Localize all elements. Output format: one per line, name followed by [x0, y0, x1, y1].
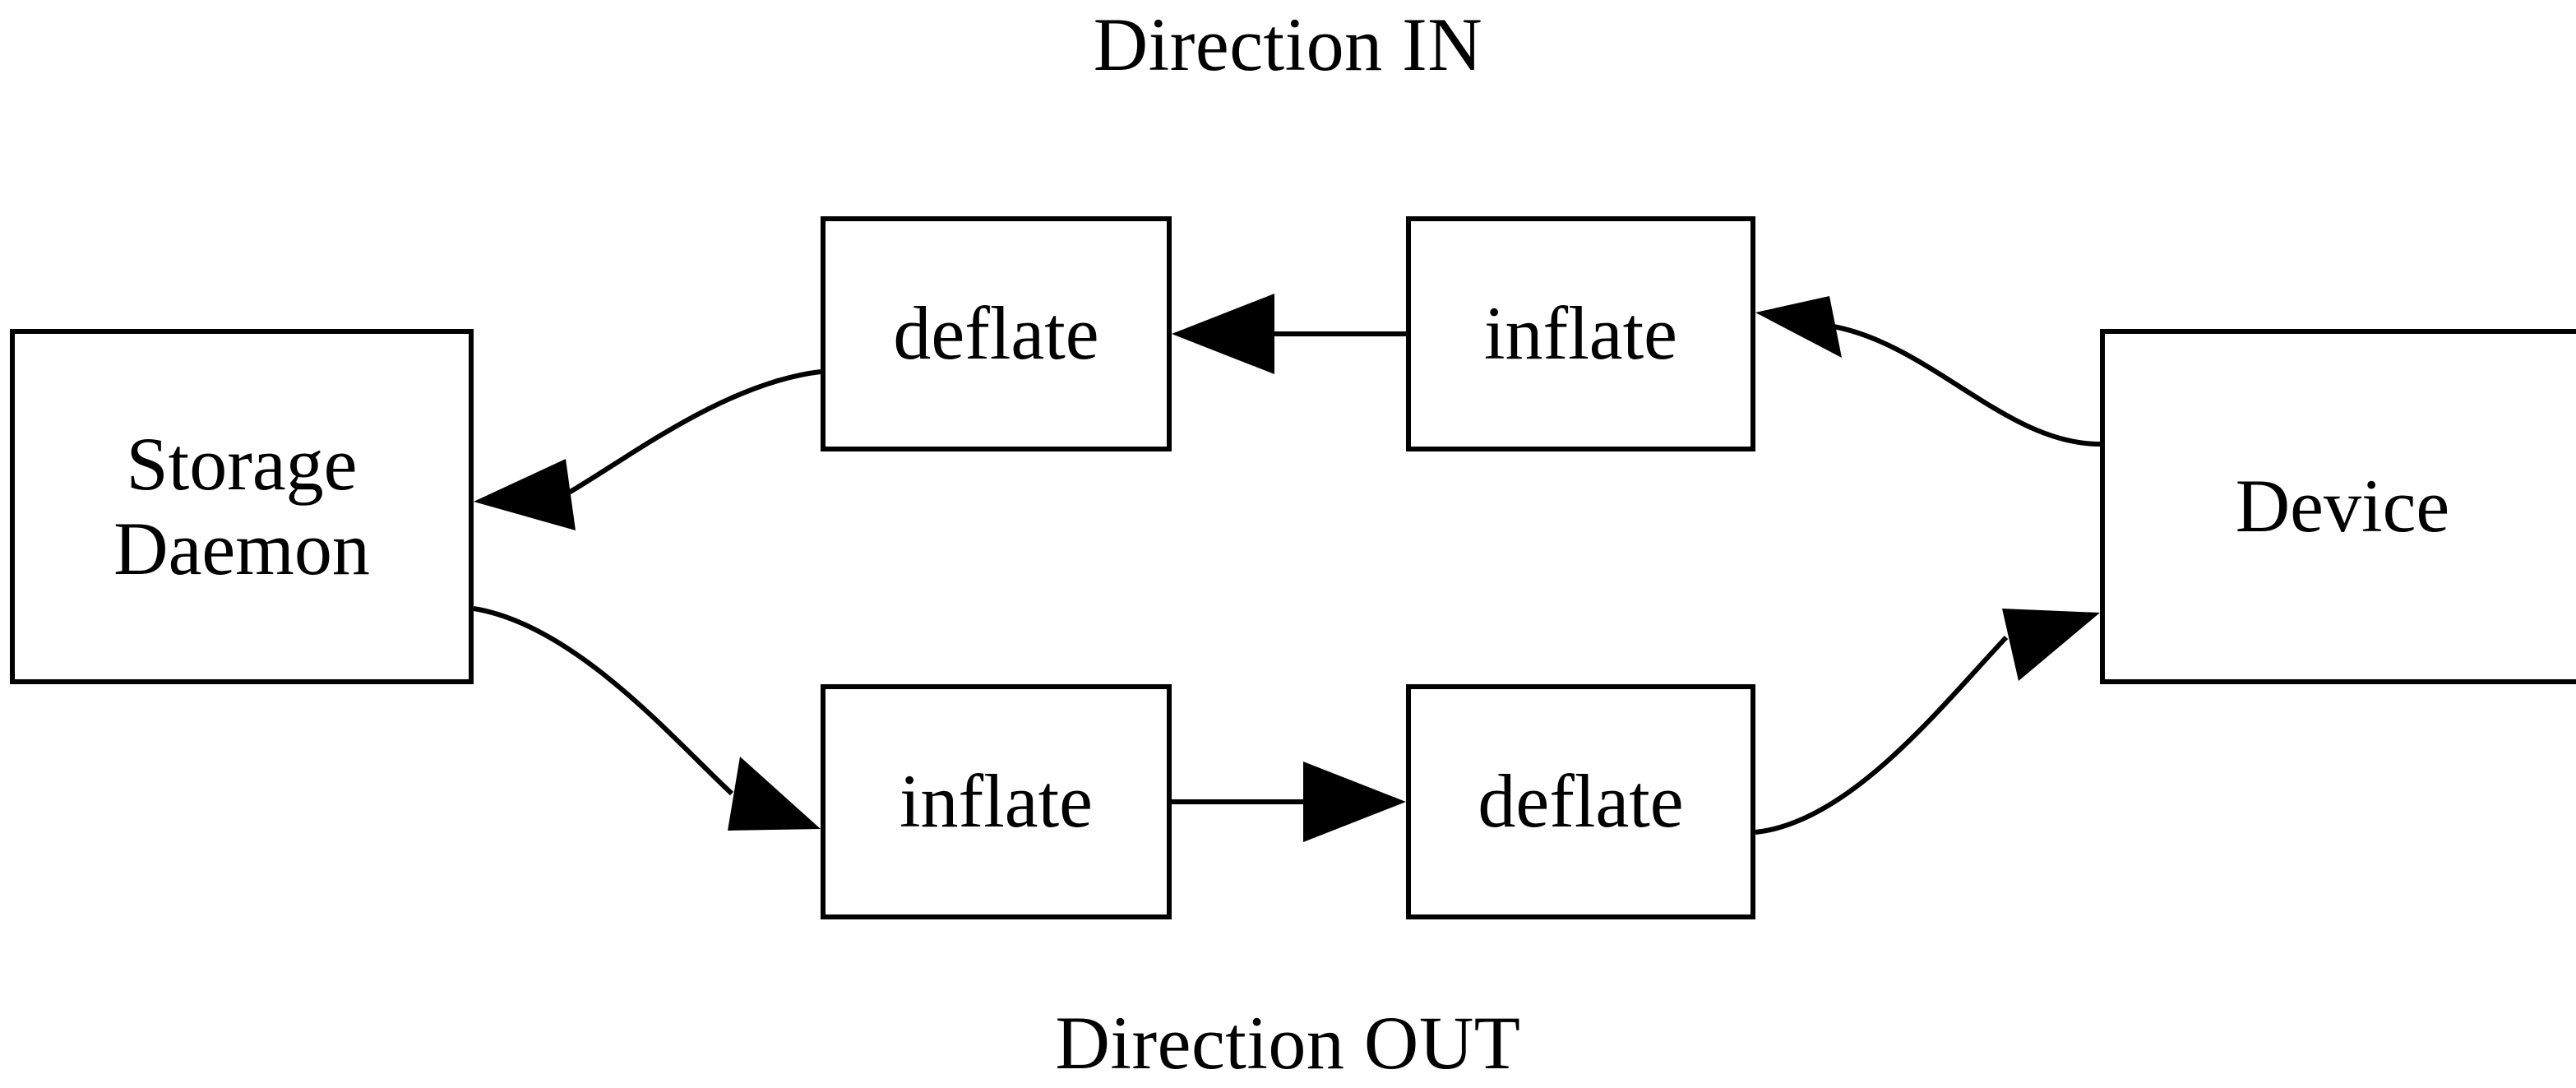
arrowhead-deflate-in	[1172, 294, 1274, 374]
node-inflate-out-label: inflate	[900, 759, 1093, 844]
node-storage-daemon[interactable]: Storage Daemon	[10, 329, 474, 684]
arrowhead-storage-daemon	[474, 459, 576, 530]
node-deflate-out[interactable]: deflate	[1406, 684, 1755, 919]
node-device-label: Device	[2235, 464, 2450, 549]
direction-out-label: Direction OUT	[1055, 1001, 1521, 1085]
node-device[interactable]: Device	[2100, 329, 2576, 684]
node-inflate-in-label: inflate	[1484, 291, 1677, 376]
arrowhead-device	[2002, 609, 2100, 681]
arrowhead-inflate-out	[728, 757, 821, 831]
arrowhead-inflate-in	[1755, 296, 1842, 358]
arrowhead-deflate-out	[1303, 762, 1406, 842]
edge-deflate-in-to-storage	[566, 369, 821, 496]
node-storage-daemon-label-line2: Daemon	[113, 507, 370, 590]
edge-storage-to-inflate-out	[473, 606, 734, 796]
edge-deflate-out-to-device	[1755, 635, 2009, 835]
node-deflate-in-label: deflate	[893, 291, 1099, 376]
node-inflate-out[interactable]: inflate	[821, 684, 1172, 919]
edge-device-to-inflate-in	[1833, 324, 2101, 447]
direction-in-label: Direction IN	[1093, 2, 1483, 86]
node-deflate-in[interactable]: deflate	[821, 216, 1172, 451]
node-deflate-out-label: deflate	[1478, 759, 1684, 844]
node-inflate-in[interactable]: inflate	[1406, 216, 1755, 451]
node-storage-daemon-label-line1: Storage	[126, 421, 358, 506]
